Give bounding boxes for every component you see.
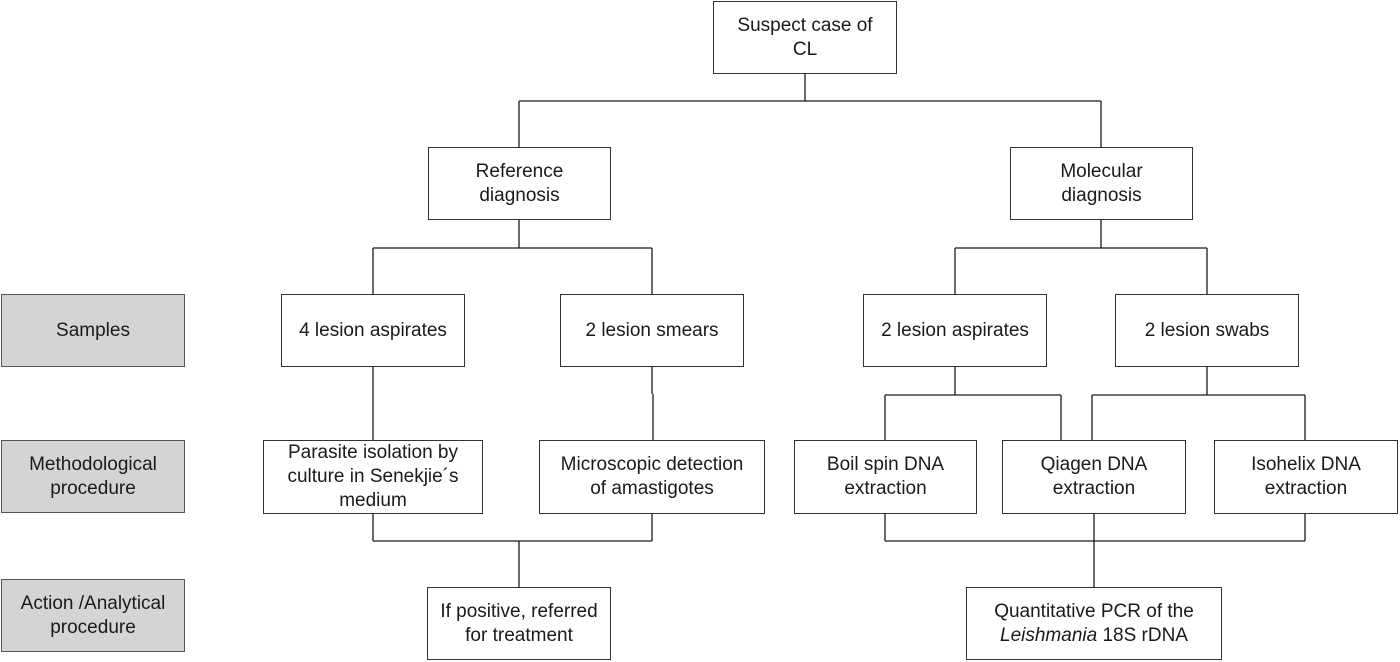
connector-reference-action bbox=[372, 514, 653, 587]
molecular-diagnosis-box: Molecular diagnosis bbox=[1010, 147, 1193, 220]
method-culture-line-3: medium bbox=[339, 490, 407, 511]
method-boil-spin-line-1: Boil spin DNA bbox=[826, 454, 945, 475]
method-microscopy-box: Microscopic detection of amastigotes bbox=[539, 440, 765, 514]
row-label-samples-text: Samples bbox=[56, 319, 130, 341]
sample-molecular-swabs-text: 2 lesion swabs bbox=[1144, 319, 1270, 341]
reference-diagnosis-box: Reference diagnosis bbox=[428, 147, 611, 220]
action-qpcr-box: Quantitative PCR of the Leishmania 18S r… bbox=[966, 587, 1222, 660]
connector-molecular-action bbox=[884, 514, 1306, 587]
sample-reference-aspirates-text: 4 lesion aspirates bbox=[299, 319, 447, 341]
connector-reference-methods bbox=[372, 367, 654, 440]
row-label-action: Action /Analytical procedure bbox=[1, 579, 185, 652]
sample-reference-aspirates-box: 4 lesion aspirates bbox=[281, 294, 465, 367]
molecular-line-2: diagnosis bbox=[1061, 184, 1142, 206]
reference-line-1: Reference bbox=[475, 160, 564, 182]
method-isohelix-box: Isohelix DNA extraction bbox=[1214, 440, 1398, 514]
root-line-1: Suspect case of bbox=[737, 14, 873, 36]
row-label-action-line-2: procedure bbox=[50, 616, 136, 638]
sample-molecular-aspirates-text: 2 lesion aspirates bbox=[881, 319, 1029, 341]
molecular-line-1: Molecular bbox=[1060, 160, 1143, 182]
row-label-methodological-line-1: Methodological bbox=[29, 453, 157, 475]
action-treatment-box: If positive, referred for treatment bbox=[427, 587, 611, 660]
method-culture-line-1: Parasite isolation by bbox=[287, 442, 459, 463]
reference-line-2: diagnosis bbox=[479, 184, 560, 206]
action-qpcr-line-2-rest: 18S rDNA bbox=[1097, 624, 1188, 646]
row-label-action-line-1: Action /Analytical bbox=[20, 592, 166, 614]
method-culture-line-2: culture in Senekjie´s bbox=[287, 466, 459, 487]
method-qiagen-box: Qiagen DNA extraction bbox=[1002, 440, 1186, 514]
row-label-methodological: Methodological procedure bbox=[1, 440, 185, 513]
row-label-methodological-line-2: procedure bbox=[50, 477, 136, 499]
method-microscopy-line-2: of amastigotes bbox=[590, 478, 714, 499]
root-suspect-case-box: Suspect case of CL bbox=[713, 1, 897, 74]
sample-molecular-aspirates-box: 2 lesion aspirates bbox=[863, 294, 1047, 367]
sample-molecular-swabs-box: 2 lesion swabs bbox=[1115, 294, 1299, 367]
method-isohelix-line-1: Isohelix DNA bbox=[1251, 454, 1361, 475]
connector-molecular-samples bbox=[954, 220, 1208, 294]
method-microscopy-line-1: Microscopic detection bbox=[560, 454, 744, 475]
row-label-samples: Samples bbox=[1, 294, 185, 367]
connector-molecular-methods bbox=[884, 367, 1306, 440]
method-qiagen-line-2: extraction bbox=[1052, 478, 1136, 499]
root-line-2: CL bbox=[792, 38, 818, 60]
sample-reference-smears-box: 2 lesion smears bbox=[560, 294, 744, 367]
method-culture-box: Parasite isolation by culture in Senekji… bbox=[263, 440, 483, 514]
connector-root bbox=[518, 74, 1102, 148]
action-treatment-line-1: If positive, referred bbox=[440, 600, 598, 622]
connector-reference-samples bbox=[372, 220, 653, 294]
method-isohelix-line-2: extraction bbox=[1264, 478, 1348, 499]
method-boil-spin-box: Boil spin DNA extraction bbox=[794, 440, 977, 514]
action-qpcr-line-1: Quantitative PCR of the bbox=[994, 600, 1194, 622]
method-qiagen-line-1: Qiagen DNA bbox=[1040, 454, 1148, 475]
action-treatment-line-2: for treatment bbox=[465, 624, 573, 646]
action-qpcr-genus: Leishmania bbox=[1000, 624, 1098, 646]
method-boil-spin-line-2: extraction bbox=[844, 478, 927, 499]
sample-reference-smears-text: 2 lesion smears bbox=[585, 319, 719, 341]
